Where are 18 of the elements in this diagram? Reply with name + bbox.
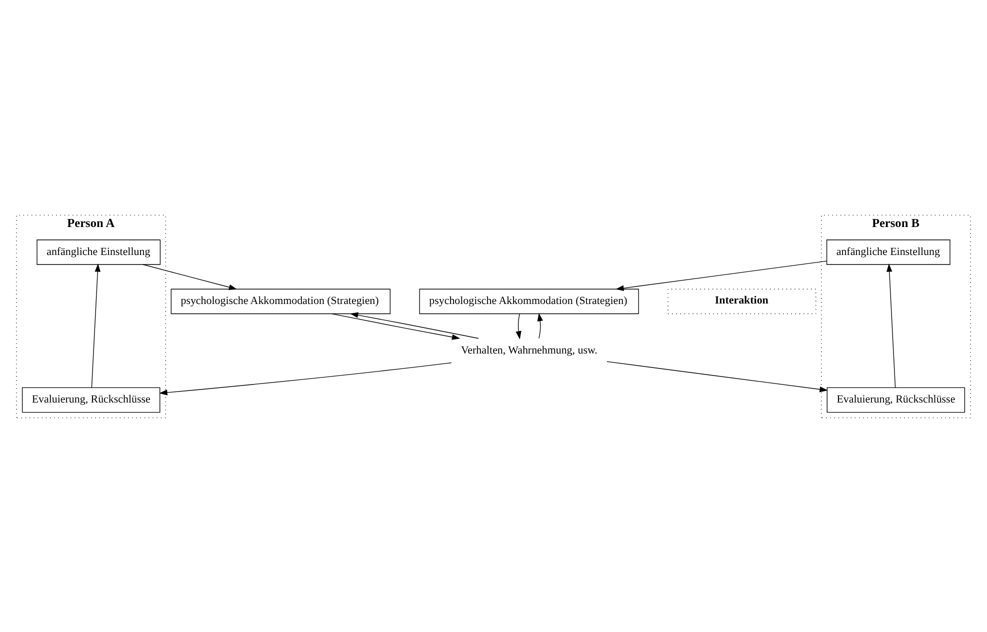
node-box: psychologische Akkommodation (Strategien) bbox=[170, 288, 390, 314]
node-box: psychologische Akkommodation (Strategien) bbox=[419, 288, 639, 314]
arrow bbox=[606, 360, 828, 392]
node-box: Interaktion bbox=[668, 288, 816, 314]
arrow bbox=[331, 312, 460, 340]
node-box: Evaluierung, Rückschlüsse bbox=[22, 386, 160, 412]
node-box: Evaluierung, Rückschlüsse bbox=[826, 386, 966, 412]
node-box: anfängliche Einstellung bbox=[826, 239, 950, 264]
arrow bbox=[350, 312, 479, 338]
node-text: Verhalten, Wahrnehmung, usw. bbox=[460, 344, 598, 356]
arrow bbox=[91, 263, 101, 388]
arrow bbox=[159, 362, 452, 395]
arrow bbox=[142, 264, 238, 290]
arrow bbox=[516, 313, 522, 339]
node-box: anfängliche Einstellung bbox=[36, 239, 161, 264]
arrow bbox=[537, 312, 544, 338]
arrow bbox=[886, 263, 896, 388]
arrow bbox=[616, 260, 827, 290]
